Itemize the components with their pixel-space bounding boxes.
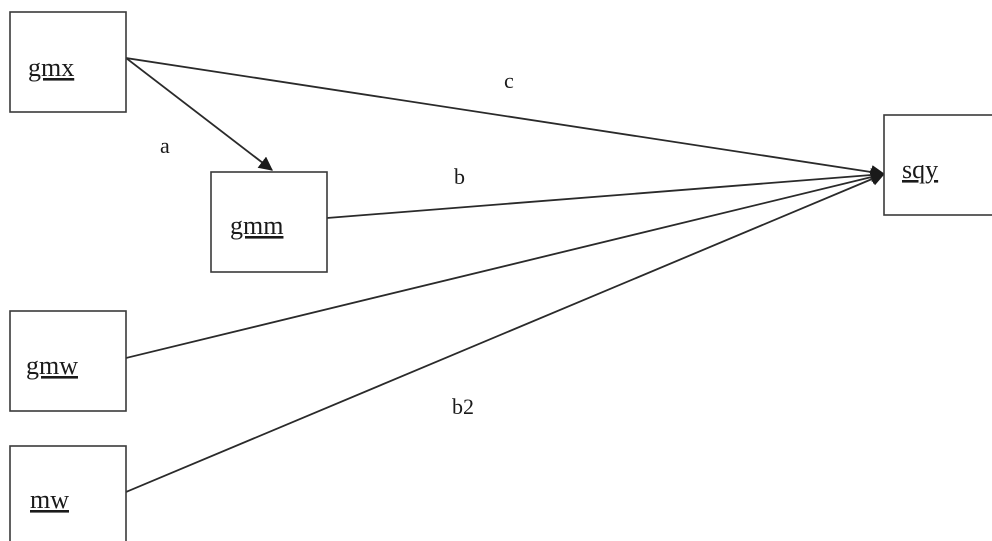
node-label-gmw: gmw (26, 351, 78, 380)
path-label-a: a (160, 133, 170, 158)
node-gmx: gmx (9, 11, 127, 113)
path-gmx-to-sqy (125, 57, 886, 179)
path-label-b2: b2 (452, 394, 474, 419)
node-label-gmm: gmm (230, 211, 283, 240)
node-gmw: gmw (9, 310, 127, 412)
node-label-sqy: sqy (902, 155, 938, 184)
path-gmx-to-gmm (125, 57, 273, 171)
node-label-gmx: gmx (28, 53, 74, 82)
path-label-b: b (454, 164, 465, 189)
node-mw: mw (9, 445, 127, 541)
node-sqy: sqy (883, 114, 992, 216)
path-gmm-to-sqy (326, 168, 886, 219)
path-label-c: c (504, 68, 514, 93)
node-label-mw: mw (30, 485, 69, 514)
path-gmw-to-sqy (125, 170, 886, 359)
path-mw-to-sqy (125, 172, 886, 493)
node-gmm: gmm (210, 171, 328, 273)
